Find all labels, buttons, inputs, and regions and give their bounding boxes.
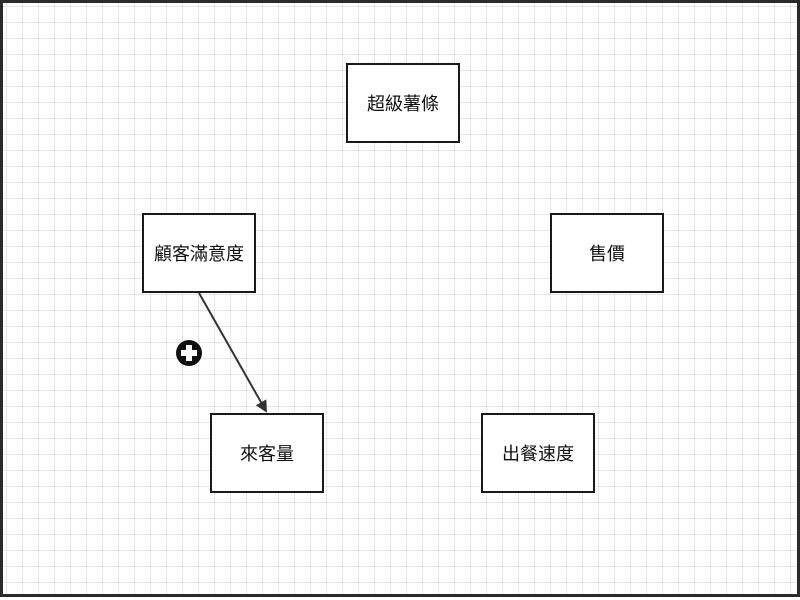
node-customer-traffic[interactable]: 來客量 xyxy=(210,413,324,493)
node-label: 出餐速度 xyxy=(502,444,574,465)
node-label: 顧客滿意度 xyxy=(154,244,244,265)
node-label: 來客量 xyxy=(240,444,294,465)
node-super-fries[interactable]: 超級薯條 xyxy=(346,63,460,143)
edge-satisfaction-to-traffic[interactable] xyxy=(198,292,267,413)
node-price[interactable]: 售價 xyxy=(550,213,664,293)
plus-circle-icon[interactable] xyxy=(175,339,203,367)
node-serving-speed[interactable]: 出餐速度 xyxy=(481,413,595,493)
node-customer-satisfaction[interactable]: 顧客滿意度 xyxy=(142,213,256,293)
node-label: 超級薯條 xyxy=(367,94,439,115)
node-label: 售價 xyxy=(589,244,625,265)
